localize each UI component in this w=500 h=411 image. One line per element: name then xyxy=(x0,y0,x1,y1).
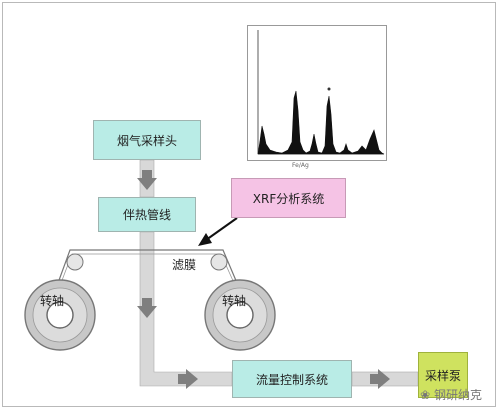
spectrum-trace xyxy=(257,90,385,155)
sampling-head-box: 烟气采样头 xyxy=(93,120,201,160)
sampling-pump-box: 采样泵 xyxy=(418,352,468,398)
watermark: ❀ 钢研纳克 xyxy=(420,386,482,403)
filter-label: 滤膜 xyxy=(172,258,197,272)
spectrum-svg xyxy=(257,30,385,155)
right-reel-label: 转轴 xyxy=(222,294,247,308)
left-reel-label: 转轴 xyxy=(40,294,65,308)
left-reel xyxy=(24,279,96,351)
diagram-frame xyxy=(2,2,496,407)
right-reel xyxy=(204,279,276,351)
xrf-system-box: XRF分析系统 xyxy=(231,178,346,218)
arrow-right-1 xyxy=(178,369,198,389)
guide-roller-left xyxy=(66,253,84,271)
filter-tape-inner xyxy=(60,253,235,284)
heated-line-box: 伴热管线 xyxy=(98,197,196,232)
xrf-to-filter-arrowhead xyxy=(198,233,212,246)
xrf-to-filter-line xyxy=(205,217,238,241)
guide-roller-right xyxy=(210,253,228,271)
spectrum-axis-note: Fe/Ag xyxy=(292,162,309,169)
xrf-spectrum-plot xyxy=(247,25,387,161)
flow-control-box: 流量控制系统 xyxy=(232,360,352,398)
arrow-right-2 xyxy=(370,369,390,389)
filter-tape xyxy=(57,249,238,284)
arrow-down-1 xyxy=(137,170,157,190)
watermark-text: 钢研纳克 xyxy=(433,388,482,402)
watermark-icon: ❀ xyxy=(420,388,431,402)
arrow-down-2 xyxy=(137,298,157,318)
